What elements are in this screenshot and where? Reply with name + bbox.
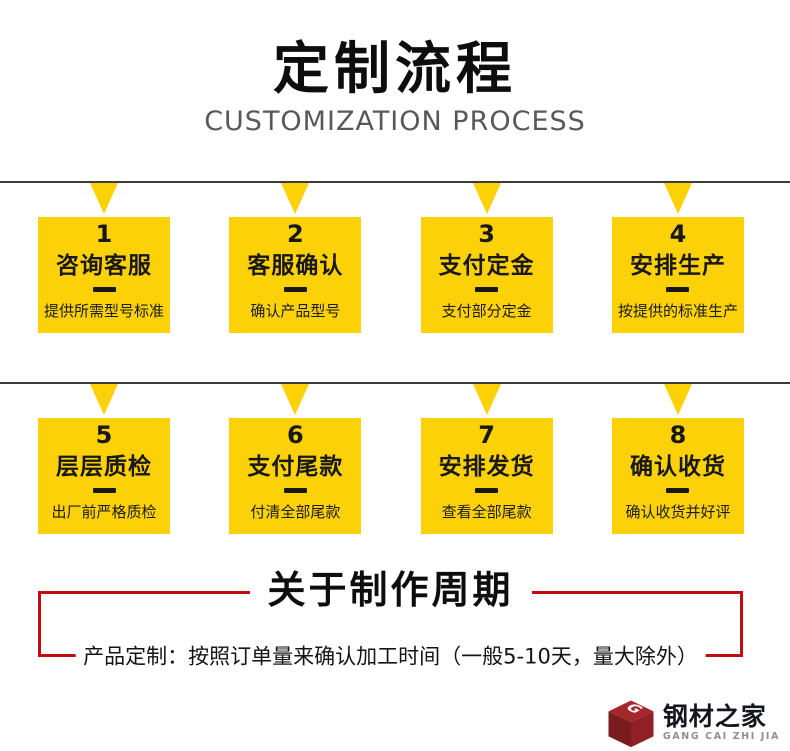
step-box-7: 7 安排发货 查看全部尾款 <box>420 418 553 535</box>
step-title: 层层质检 <box>56 454 152 481</box>
section-header: 定制流程 CUSTOMIZATION PROCESS <box>0 0 790 137</box>
dash-divider <box>92 488 116 494</box>
dash-divider <box>283 287 307 293</box>
production-period-description: 产品定制：按照订单量来确认加工时间（一般5-10天，量大除外） <box>75 644 706 670</box>
flow-divider-top <box>0 181 790 217</box>
steps-row-2: 5 层层质检 出厂前严格质检 6 支付尾款 付清全部尾款 7 安排发货 查看全部… <box>0 418 790 535</box>
brand-logo: G 钢材之家 GANG CAI ZHI JIA <box>606 698 780 748</box>
step-box-6: 6 支付尾款 付清全部尾款 <box>229 418 362 535</box>
step-title: 确认收货 <box>629 454 726 481</box>
step-number: 4 <box>669 219 687 248</box>
step-number: 6 <box>286 420 304 449</box>
flow-divider-bottom <box>0 382 790 418</box>
production-period-box: 关于制作周期 产品定制：按照订单量来确认加工时间（一般5-10天，量大除外） <box>38 570 743 670</box>
divider-line <box>0 181 790 184</box>
divider-line <box>0 382 790 385</box>
down-arrow-icon <box>90 183 118 215</box>
step-description: 提供所需型号标准 <box>43 302 164 321</box>
production-period-title: 关于制作周期 <box>249 570 532 613</box>
brand-name: 钢材之家 <box>662 702 767 732</box>
down-arrow-icon <box>281 183 310 215</box>
step-box-4: 4 安排生产 按提供的标准生产 <box>611 217 744 334</box>
steps-row-1: 1 咨询客服 提供所需型号标准 2 客服确认 确认产品型号 3 支付定金 支付部… <box>0 217 790 334</box>
step-description: 确认收货并好评 <box>625 503 731 522</box>
step-number: 2 <box>286 219 304 248</box>
step-title: 支付尾款 <box>247 454 344 481</box>
down-arrow-icon <box>472 384 501 416</box>
dash-divider <box>475 488 499 494</box>
page-subtitle: CUSTOMIZATION PROCESS <box>204 106 586 138</box>
page-title: 定制流程 <box>273 37 517 102</box>
step-description: 按提供的标准生产 <box>617 302 738 321</box>
step-box-2: 2 客服确认 确认产品型号 <box>229 217 362 334</box>
dash-divider <box>475 287 499 293</box>
step-title: 咨询客服 <box>56 253 152 280</box>
dash-divider <box>666 488 690 494</box>
brand-name-pinyin: GANG CAI ZHI JIA <box>662 731 780 743</box>
step-description: 出厂前严格质检 <box>51 503 157 522</box>
step-title: 支付定金 <box>438 253 535 280</box>
down-arrow-icon <box>281 384 310 416</box>
step-number: 3 <box>478 219 495 248</box>
step-title: 安排生产 <box>629 253 726 280</box>
step-box-8: 8 确认收货 确认收货并好评 <box>611 418 744 535</box>
step-title: 安排发货 <box>438 454 535 481</box>
step-box-1: 1 咨询客服 提供所需型号标准 <box>38 217 170 334</box>
step-box-3: 3 支付定金 支付部分定金 <box>420 217 553 334</box>
dash-divider <box>92 287 116 293</box>
step-description: 付清全部尾款 <box>250 503 341 522</box>
down-arrow-icon <box>472 183 501 215</box>
step-title: 客服确认 <box>247 253 344 280</box>
step-number: 1 <box>95 219 113 248</box>
step-description: 支付部分定金 <box>441 302 532 321</box>
step-description: 确认产品型号 <box>250 302 341 321</box>
down-arrow-icon <box>90 384 118 416</box>
down-arrow-icon <box>663 183 692 215</box>
step-number: 7 <box>478 420 495 449</box>
arrow-row <box>0 181 790 215</box>
dash-divider <box>666 287 690 293</box>
down-arrow-icon <box>663 384 692 416</box>
cube-logo-icon: G <box>608 700 654 748</box>
step-description: 查看全部尾款 <box>441 503 532 522</box>
step-number: 8 <box>669 420 687 449</box>
step-box-5: 5 层层质检 出厂前严格质检 <box>38 418 170 535</box>
dash-divider <box>283 488 307 494</box>
arrow-row <box>0 382 790 416</box>
step-number: 5 <box>95 420 113 449</box>
